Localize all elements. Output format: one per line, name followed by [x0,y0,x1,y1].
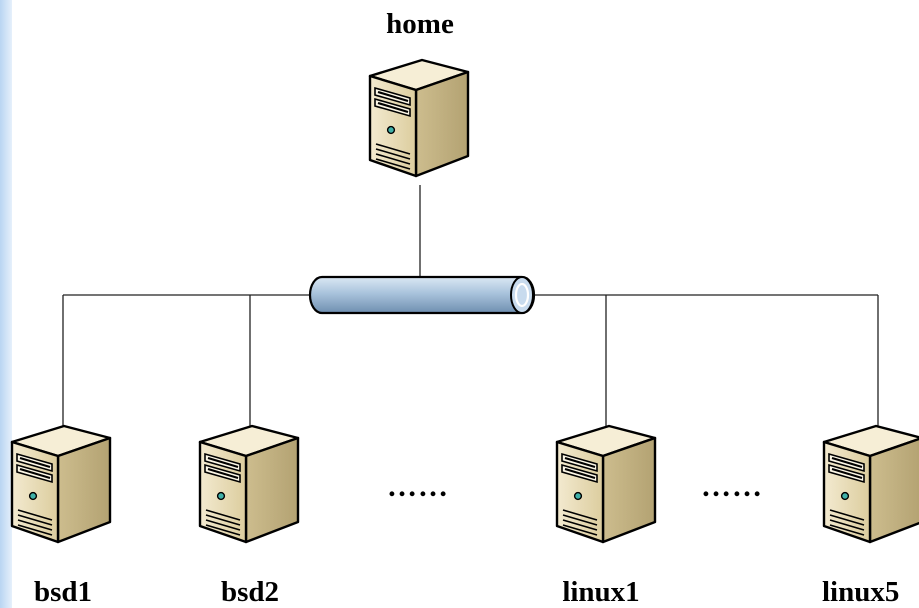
network-bus-icon [308,275,536,315]
server-linux5-icon [822,424,919,544]
ellipsis-left: …… [387,470,449,503]
label-bsd2: bsd2 [221,576,279,608]
label-home: home [386,8,454,40]
server-bsd2-icon [198,424,300,544]
ellipsis-right: …… [701,470,763,503]
background-strip [0,0,12,608]
server-home-icon [368,58,470,178]
label-bsd1: bsd1 [34,576,92,608]
label-linux1: linux1 [562,576,639,608]
server-linux1-icon [555,424,657,544]
label-linux5: linux5 [822,576,899,608]
server-bsd1-icon [10,424,112,544]
